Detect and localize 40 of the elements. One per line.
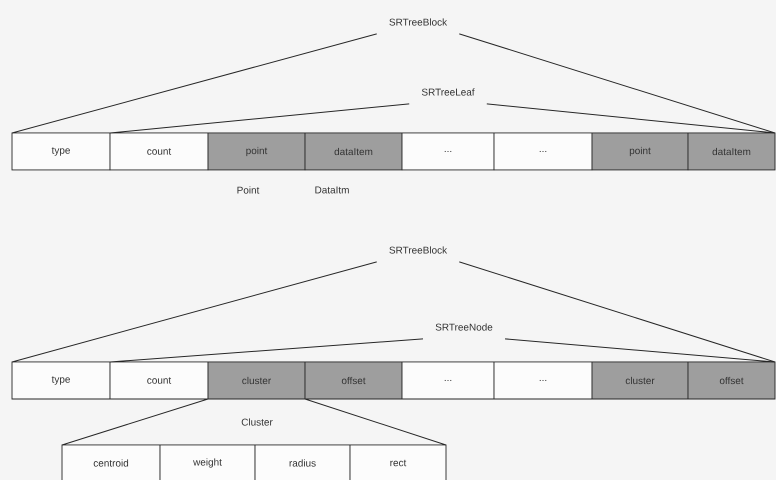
block-label: SRTreeNode <box>436 323 492 331</box>
field-cell: point <box>208 132 306 170</box>
field-cell: weight <box>160 444 256 480</box>
field-cell: dataItem <box>304 132 402 170</box>
block-label: SRTreeBlock <box>389 246 448 254</box>
type-label: DataItm <box>315 186 349 194</box>
block-label: SRTreeLeaf <box>422 88 475 96</box>
field-cell: centroid <box>62 444 160 480</box>
field-cell: ... <box>494 362 592 400</box>
block-label: SRTreeBlock <box>389 18 448 26</box>
connector-line <box>458 33 776 134</box>
field-cell: cluster <box>592 362 688 400</box>
field-cell: dataItem <box>688 132 776 170</box>
field-cell: type <box>12 132 110 170</box>
connector-line <box>486 103 776 134</box>
field-cell: ... <box>402 362 494 400</box>
connector-line <box>504 338 776 362</box>
field-cell: cluster <box>208 362 306 400</box>
connector-line <box>12 261 378 362</box>
connector-line <box>110 103 410 134</box>
field-cell: point <box>592 132 688 170</box>
field-cell: ... <box>494 132 592 170</box>
connector-line <box>304 398 446 446</box>
connector-line <box>110 338 424 362</box>
connector-line <box>62 398 208 446</box>
field-cell: count <box>110 132 208 170</box>
node-label: radius <box>290 459 316 467</box>
field-cell: offset <box>688 362 776 400</box>
connector-line <box>458 261 776 362</box>
field-cell: type <box>12 362 110 400</box>
type-label: Cluster <box>242 418 273 426</box>
node-label: centroid <box>94 459 128 467</box>
field-cell: radius <box>254 444 350 480</box>
field-cell: count <box>110 362 208 400</box>
field-cell: ... <box>402 132 494 170</box>
type-label: Point <box>237 186 260 194</box>
node-label: weight <box>193 458 222 468</box>
field-cell: offset <box>304 362 402 400</box>
connector-line <box>12 33 378 134</box>
field-cell: rect <box>350 444 446 480</box>
